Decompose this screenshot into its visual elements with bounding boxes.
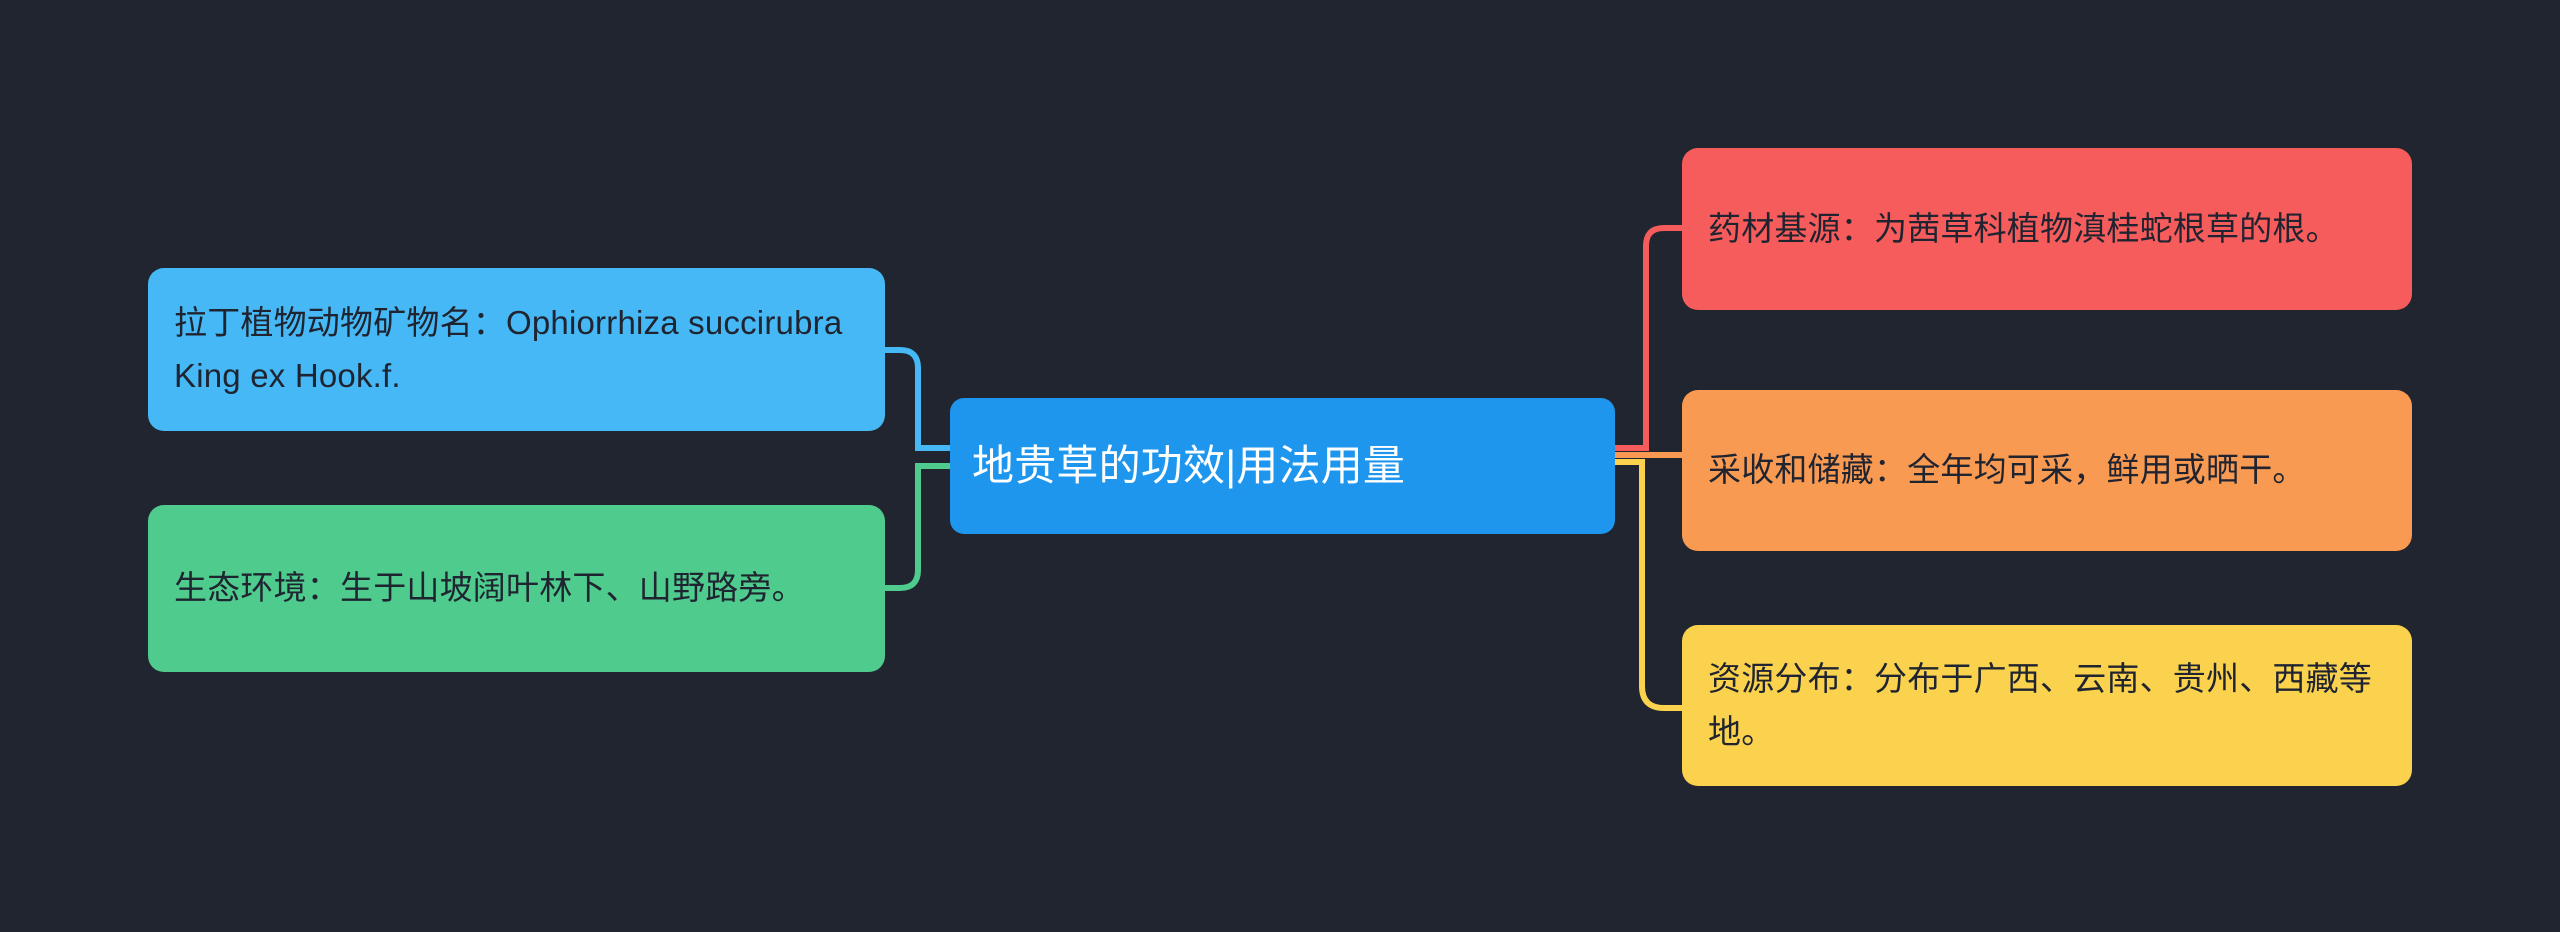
mindmap-node-resource-distribution-label: 资源分布：分布于广西、云南、贵州、西藏等地。 (1708, 660, 2372, 750)
mindmap-center-node[interactable]: 地贵草的功效|用法用量 (950, 398, 1615, 534)
connector-latin (882, 347, 953, 451)
mindmap-node-harvest-storage-label: 采收和储藏：全年均可采，鲜用或晒干。 (1708, 451, 2306, 489)
mindmap-node-medicinal-source-label: 药材基源：为茜草科植物滇桂蛇根草的根。 (1708, 209, 2339, 247)
connector-distribution (1612, 459, 1685, 711)
mindmap-node-latin-name[interactable]: 拉丁植物动物矿物名：Ophiorrhiza succirubra King ex… (148, 268, 885, 431)
connector-source (1612, 225, 1685, 451)
mindmap-center-label: 地贵草的功效|用法用量 (972, 441, 1406, 489)
mindmap-node-latin-name-label: 拉丁植物动物矿物名：Ophiorrhiza succirubra King ex… (174, 304, 852, 394)
mindmap-node-habitat-label: 生态环境：生于山坡阔叶林下、山野路旁。 (174, 569, 805, 607)
connector-habitat (882, 463, 953, 591)
mindmap-node-habitat[interactable]: 生态环境：生于山坡阔叶林下、山野路旁。 (148, 505, 885, 672)
mindmap-node-medicinal-source[interactable]: 药材基源：为茜草科植物滇桂蛇根草的根。 (1682, 148, 2412, 310)
mindmap-node-harvest-storage[interactable]: 采收和储藏：全年均可采，鲜用或晒干。 (1682, 390, 2412, 551)
mindmap-node-resource-distribution[interactable]: 资源分布：分布于广西、云南、贵州、西藏等地。 (1682, 625, 2412, 786)
